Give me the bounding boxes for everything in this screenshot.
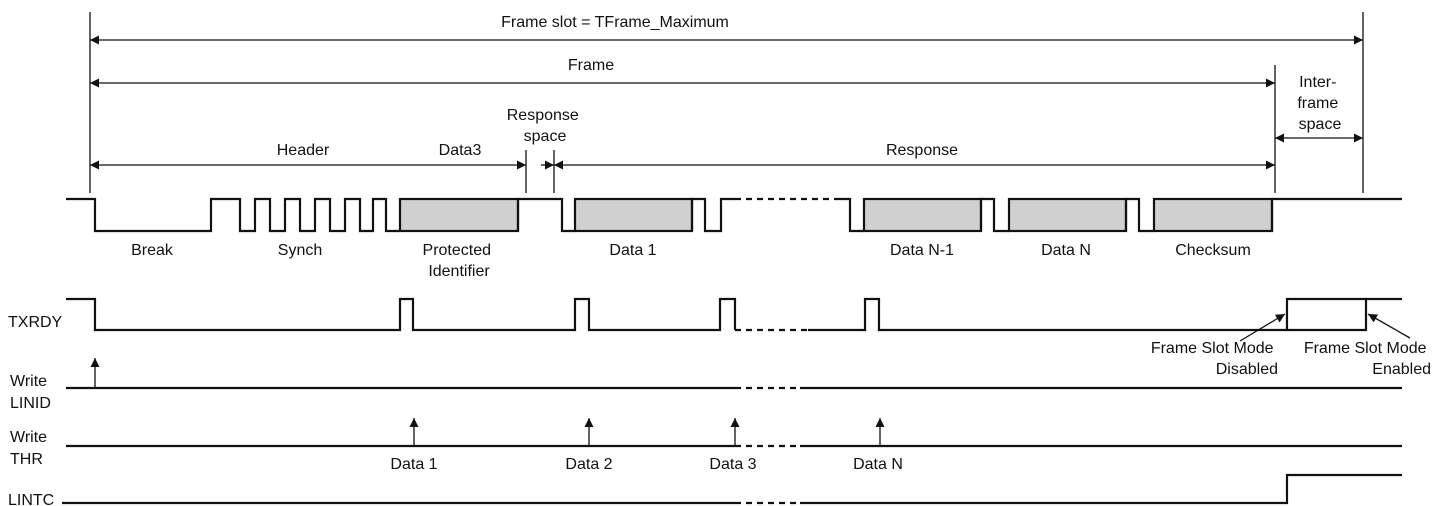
txrdy-trace-right	[808, 297, 1402, 332]
data-1-field-label: Data 1	[609, 242, 656, 259]
frame-slot-label: Frame slot = TFrame_Maximum	[501, 14, 729, 31]
dimension-arrows: Frame slot = TFrame_Maximum Frame Inter-…	[90, 14, 1363, 170]
protected-identifier-field	[398, 197, 520, 233]
txrdy-label: TXRDY	[8, 314, 63, 331]
thr-write-data-2-label: Data 2	[565, 456, 612, 473]
reference-lines	[89, 12, 1364, 193]
synch-label: Synch	[278, 242, 322, 259]
break-label: Break	[131, 242, 174, 259]
data3-label: Data3	[439, 142, 482, 159]
checksum-label: Checksum	[1175, 242, 1251, 259]
frame-slot-enabled-pointer	[1367, 313, 1411, 339]
write-thr-label: Write THR	[10, 429, 52, 468]
data-n-minus-1-field-label: Data N-1	[890, 242, 954, 259]
data-n-field	[1007, 197, 1128, 233]
data-1-field	[573, 197, 694, 233]
response-label: Response	[886, 142, 958, 159]
thr-write-data-n-label: Data N	[853, 456, 903, 473]
protected-identifier-label: Protected Identifier	[423, 242, 496, 280]
checksum-field	[1152, 197, 1274, 233]
frame-label: Frame	[568, 57, 614, 74]
frame-slot-mode-enabled-label: Frame Slot Mode Enabled	[1304, 340, 1431, 378]
thr-write-data-1-label: Data 1	[390, 456, 437, 473]
lin-bus-trace-left	[66, 197, 735, 233]
write-linid-label: Write LINID	[10, 373, 52, 412]
data-n-minus-1-field	[862, 197, 983, 233]
lintc-signal: LINTC	[8, 473, 1402, 506]
lintc-trace-right	[800, 473, 1402, 505]
write-thr-signal: Write THR Data 1 Data 2 Data 3 Data N	[10, 418, 1402, 473]
lintc-label: LINTC	[8, 492, 54, 506]
thr-write-data-3-label: Data 3	[709, 456, 756, 473]
response-space-label: Response space	[507, 107, 584, 145]
interframe-space-label: Inter- frame space	[1297, 74, 1342, 133]
txrdy-signal: TXRDY Frame Slot Mode Disabled Frame Slo…	[8, 297, 1431, 378]
lin-bus-trace-right	[835, 197, 1402, 233]
header-label: Header	[277, 142, 330, 159]
data-n-field-label: Data N	[1041, 242, 1091, 259]
write-linid-signal: Write LINID	[10, 358, 1402, 412]
txrdy-trace-left	[66, 297, 737, 332]
lin-bus-waveform: Break Synch Protected Identifier Data 1 …	[66, 197, 1402, 280]
frame-slot-disabled-pointer	[1239, 313, 1286, 342]
frame-slot-mode-disabled-label: Frame Slot Mode Disabled	[1151, 340, 1278, 378]
